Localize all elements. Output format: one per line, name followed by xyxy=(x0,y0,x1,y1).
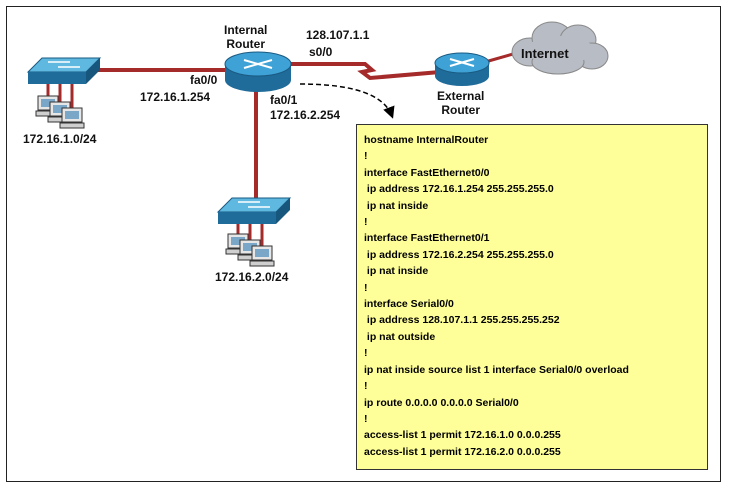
config-line: hostname InternalRouter xyxy=(364,134,489,146)
lan1-subnet-label: 172.16.1.0/24 xyxy=(23,132,97,146)
config-line: interface FastEthernet0/0 xyxy=(364,166,490,179)
config-line: ! xyxy=(364,150,368,163)
config-line: access-list 1 permit 172.16.2.0 0.0.0.25… xyxy=(364,445,561,458)
serial-ip-label: 128.107.1.1 xyxy=(306,28,370,42)
fa00-ip-label: 172.16.1.254 xyxy=(140,90,211,104)
external-router-label: External Router xyxy=(437,89,485,117)
config-line: ip nat inside xyxy=(364,199,429,212)
internet-label: Internet xyxy=(521,46,569,61)
config-line: ip nat outside xyxy=(364,330,436,343)
internal-router-label: Internal Router xyxy=(224,23,268,51)
config-line: ip nat inside source list 1 interface Se… xyxy=(364,363,629,376)
switch-1-icon xyxy=(26,57,102,84)
config-line: ! xyxy=(364,412,368,425)
diagram-frame xyxy=(6,6,721,482)
internet-cloud xyxy=(511,21,609,75)
serial-interface-label: s0/0 xyxy=(309,45,333,59)
external-router-icon xyxy=(434,52,490,86)
config-line: ip route 0.0.0.0 0.0.0.0 Serial0/0 xyxy=(364,396,519,409)
config-line: ip address 172.16.1.254 255.255.255.0 xyxy=(364,183,554,196)
config-line: ! xyxy=(364,281,368,294)
config-line: ! xyxy=(364,380,368,393)
config-line: interface FastEthernet0/1 xyxy=(364,232,490,245)
config-line: ip nat inside xyxy=(364,265,429,278)
config-line: ip address 128.107.1.1 255.255.255.252 xyxy=(364,314,560,327)
switch-2-icon xyxy=(216,197,292,224)
config-line: ! xyxy=(364,347,368,360)
lan2-pcs-icon xyxy=(225,233,275,267)
fa00-interface-label: fa0/0 xyxy=(190,73,218,87)
config-line: access-list 1 permit 172.16.1.0 0.0.0.25… xyxy=(364,429,561,442)
config-line: ! xyxy=(364,216,368,229)
lan1-pcs-icon xyxy=(35,95,85,129)
lan2-subnet-label: 172.16.2.0/24 xyxy=(215,270,289,284)
fa01-interface-label: fa0/1 xyxy=(270,93,298,107)
config-line: interface Serial0/0 xyxy=(364,298,454,311)
router-config-box: hostname InternalRouter! interface FastEt… xyxy=(356,124,708,470)
internal-router-icon xyxy=(224,51,292,92)
fa01-ip-label: 172.16.2.254 xyxy=(270,108,341,122)
link-serial xyxy=(290,62,441,81)
config-line: ip address 172.16.2.254 255.255.255.0 xyxy=(364,248,554,261)
